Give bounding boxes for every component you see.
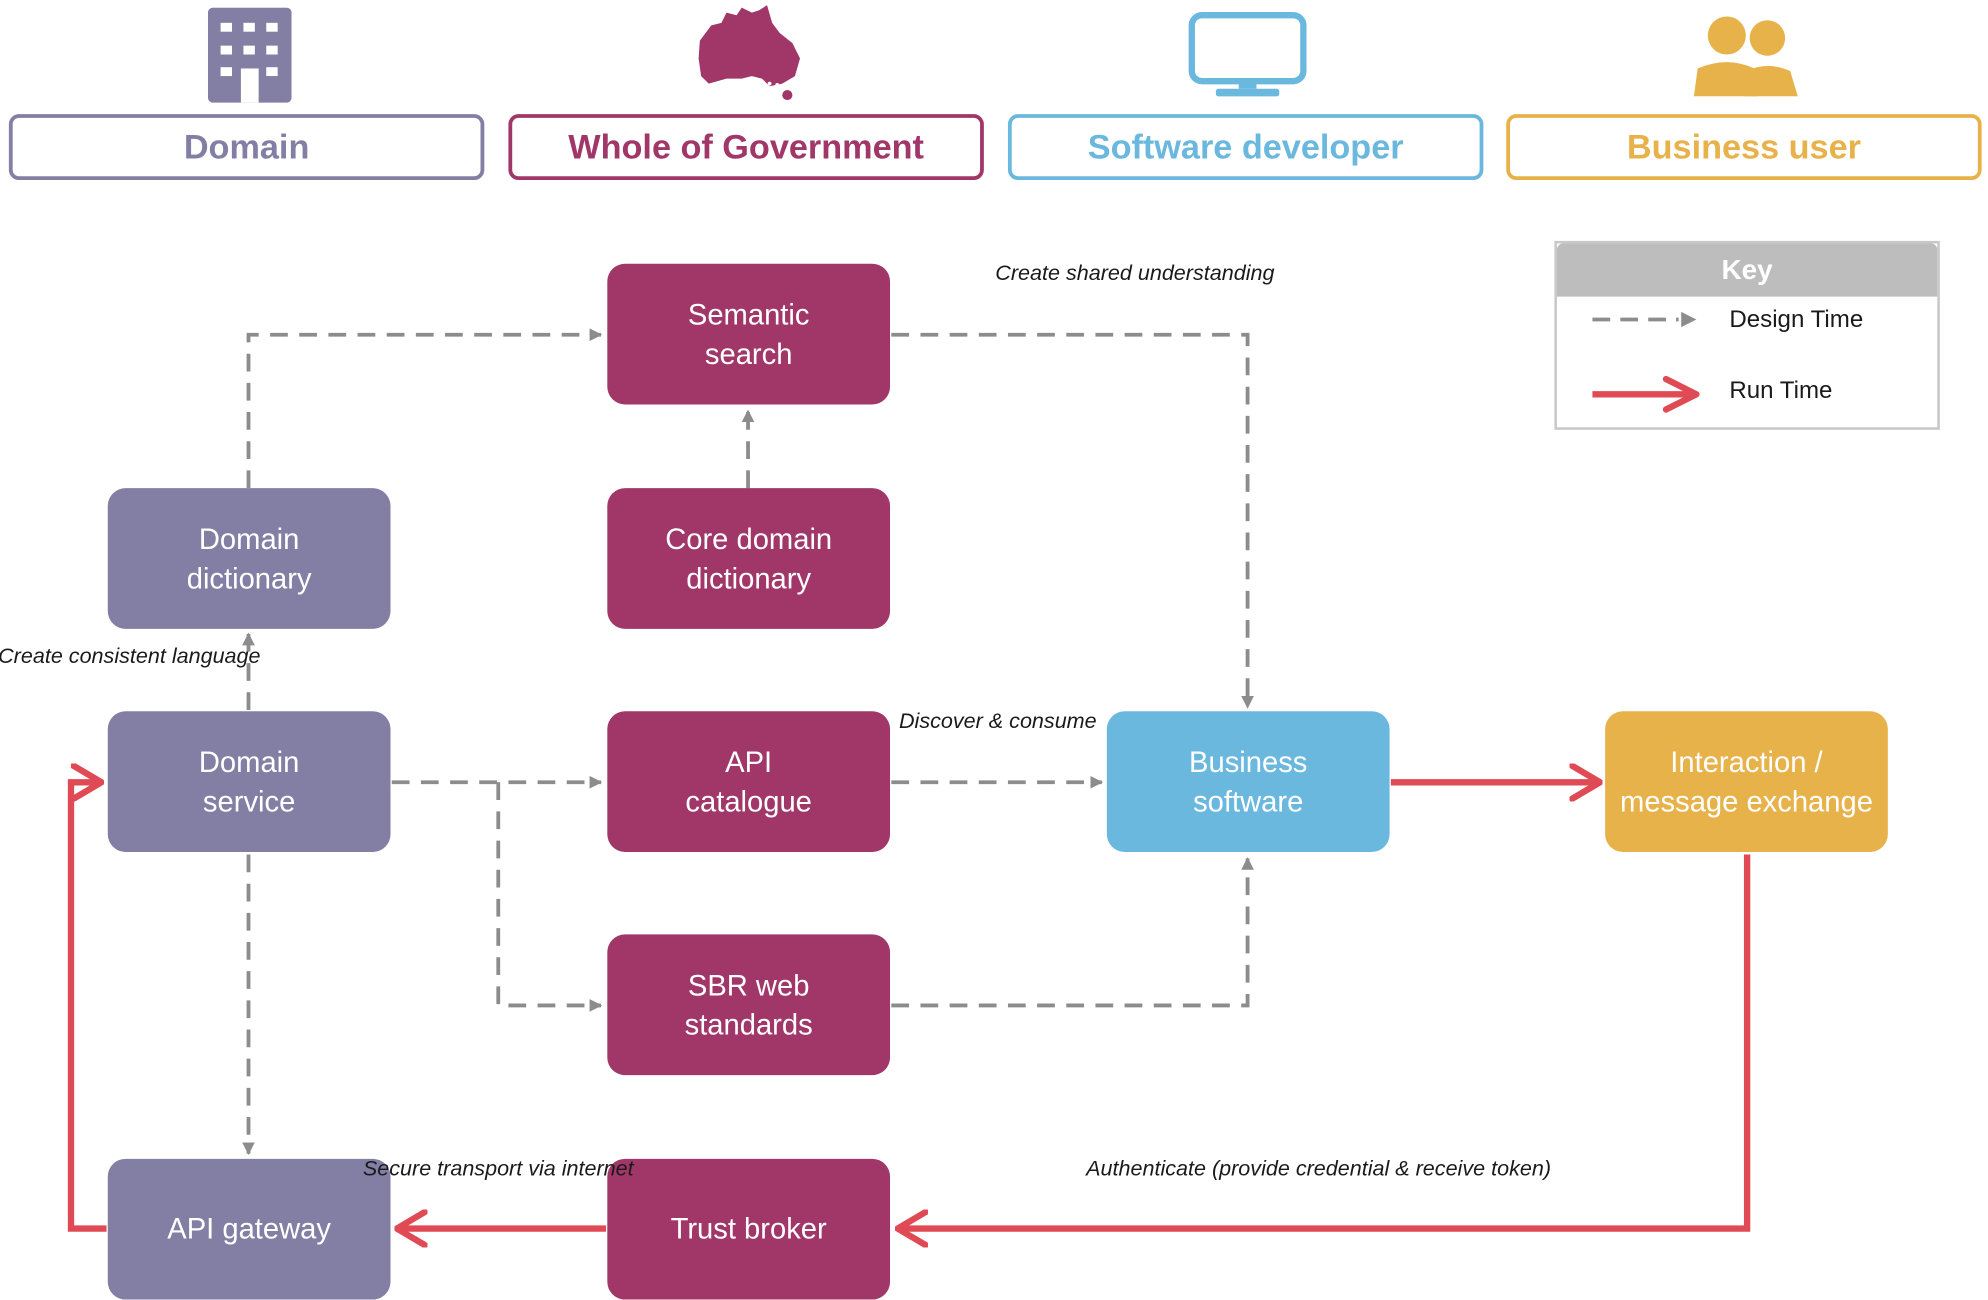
node-trust-broker: Trust broker (607, 1158, 891, 1300)
label-authenticate: Authenticate (provide credential & recei… (1086, 1156, 1552, 1181)
header-software-developer: Software developer (1007, 114, 1484, 181)
label-discover-consume: Discover & consume (898, 708, 1097, 733)
connector-domain-dictionary-to-semantic-search (246, 328, 603, 489)
node-business-software: Business software (1106, 711, 1390, 853)
node-api-catalogue: API catalogue (607, 711, 891, 853)
header-whole-of-government: Whole of Government (508, 114, 984, 181)
node-sbr-web-standards: SBR web standards (607, 934, 891, 1076)
users-icon (1693, 16, 1798, 97)
connector-semantic-search-to-business-software (891, 332, 1254, 709)
legend-design-time-line (1592, 311, 1697, 328)
legend-title: Key (1556, 243, 1938, 297)
node-domain-dictionary: Domain dictionary (107, 488, 391, 629)
node-semantic-search: Semantic search (607, 263, 891, 405)
runtime-api-gateway-to-domain-service (67, 782, 107, 1232)
label-create-shared-understanding: Create shared understanding (995, 261, 1275, 286)
node-domain-service: Domain service (107, 711, 391, 853)
legend-run-time-line (1592, 375, 1700, 413)
label-create-consistent-language: Create consistent language (0, 644, 261, 669)
node-interaction-message-exchange: Interaction / message exchange (1605, 711, 1888, 853)
header-business-user: Business user (1506, 114, 1982, 181)
node-core-domain-dictionary: Core domain dictionary (607, 488, 891, 629)
legend-key: Key Design Time Run Time (1554, 240, 1940, 430)
legend-design-time-label: Design Time (1729, 306, 1864, 334)
label-secure-transport: Secure transport via internet (362, 1156, 634, 1181)
connector-domain-service-to-sbr-web-standards (496, 782, 603, 1012)
monitor-icon (1188, 12, 1307, 97)
runtime-interaction-to-trust-broker (898, 854, 1751, 1229)
header-domain: Domain (8, 114, 485, 181)
legend-run-time-label: Run Time (1729, 377, 1833, 405)
australia-map-icon (698, 5, 801, 101)
connector-sbr-web-standards-to-business-software (891, 857, 1254, 1008)
node-api-gateway: API gateway (107, 1158, 391, 1300)
building-icon (207, 7, 292, 103)
